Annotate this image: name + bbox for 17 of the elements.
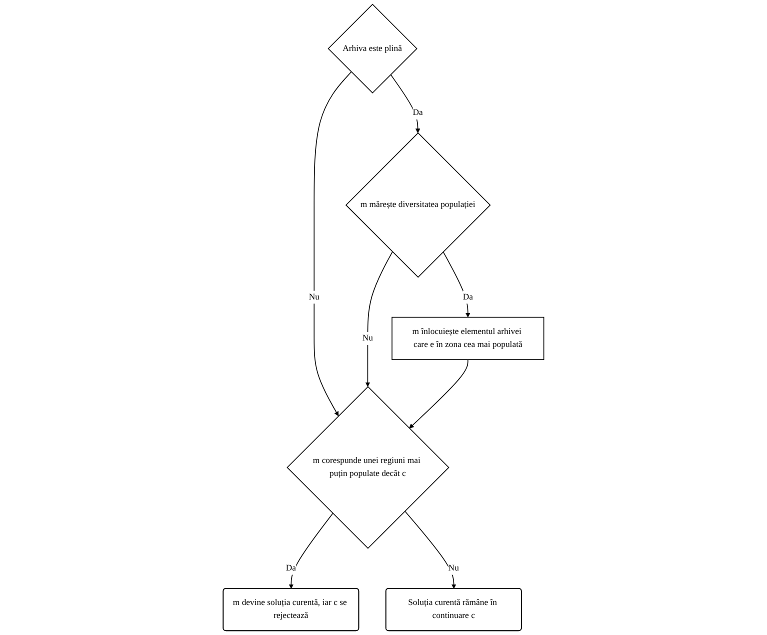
arrow: [442, 251, 470, 318]
edge-label: Da: [462, 292, 473, 302]
node-diamond: Arhiva este plină: [328, 4, 418, 94]
arrow: [390, 74, 420, 134]
edge-label: Nu: [448, 563, 459, 573]
edge-label: Nu: [308, 292, 320, 302]
arrow: [288, 512, 334, 589]
arrow: [404, 510, 456, 589]
arrow: [409, 359, 468, 428]
edge-label: Da: [412, 108, 423, 118]
arrow: [314, 71, 352, 416]
node-diamond: m mărește diversitatea populației: [345, 132, 491, 278]
arrow: [365, 251, 393, 387]
node-box: m înlocuiește elementul arhivei care e în zona cea mai populată: [392, 316, 544, 360]
node-diamond: m corespunde unei regiuni mai puțin populate decât c: [286, 386, 450, 549]
edge-label: Nu: [362, 334, 374, 343]
edge-label: Da: [286, 563, 296, 573]
